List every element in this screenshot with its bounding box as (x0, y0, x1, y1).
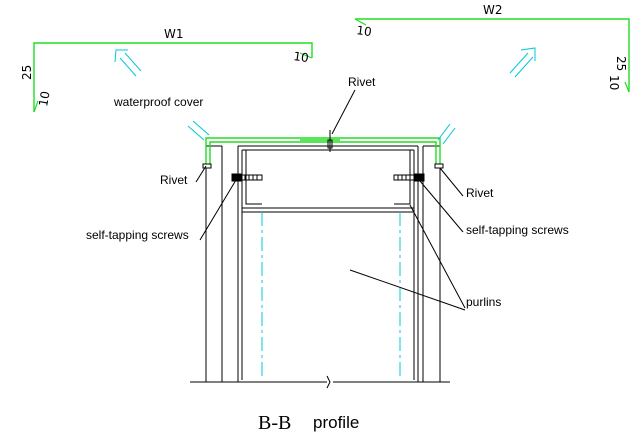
right-top-thickness-label: 10 (356, 23, 373, 39)
leader-lines (195, 89, 466, 311)
screw-left-icon (231, 173, 263, 182)
right-height-label: 25 (614, 56, 628, 71)
section-title: B-B (258, 412, 291, 434)
waterproof-cover-label: waterproof cover (113, 95, 203, 109)
rivet-right-icon (434, 163, 444, 169)
left-height-label: 25 (20, 65, 34, 80)
w2-profile (354, 18, 630, 93)
right-thickness-label: 10 (607, 75, 621, 90)
w1-label: W1 (164, 27, 184, 41)
screws-right-label: self-tapping screws (466, 223, 569, 237)
section-structure (190, 145, 450, 389)
screw-right-icon (393, 173, 425, 182)
screws-left-label: self-tapping screws (86, 228, 189, 242)
w2-label: W2 (483, 3, 503, 17)
w1-profile (33, 42, 313, 113)
purlins-label: purlins (466, 295, 501, 309)
rivet-left-icon (202, 163, 212, 169)
section-title-suffix: profile (313, 413, 359, 432)
centerlines (261, 212, 401, 380)
left-thickness-label: 10 (36, 90, 52, 107)
left-top-thickness-label: 10 (293, 49, 310, 65)
rivet-top-icon (327, 130, 333, 152)
rivet-right-label: Rivet (466, 186, 494, 200)
waterproof-cover (205, 137, 441, 166)
flow-arrow-right-icon (509, 47, 536, 78)
cover-corner-hatch (187, 120, 456, 145)
rivet-top-label: Rivet (348, 75, 376, 89)
flow-arrow-left-icon (114, 49, 142, 77)
rivet-left-label: Rivet (160, 173, 188, 187)
